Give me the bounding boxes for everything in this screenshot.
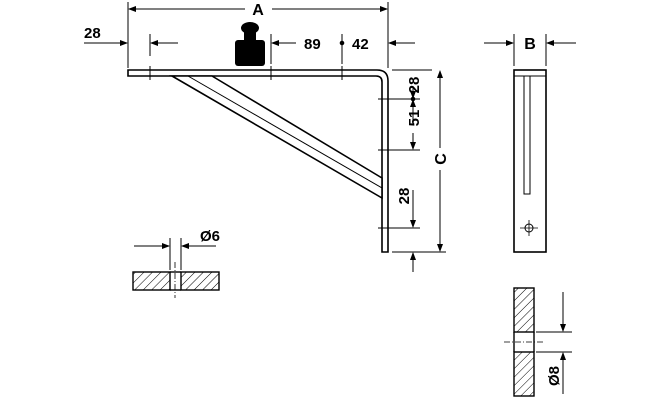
bracket-diagonal-strut — [169, 75, 383, 200]
dimension-89-label: 89 — [304, 36, 321, 53]
load-weight-icon — [235, 22, 265, 66]
dimension-51-label: 51 — [406, 110, 423, 127]
dimension-vertical-stack — [392, 69, 446, 272]
section-mount-hole — [504, 287, 544, 397]
dimension-d6 — [134, 238, 216, 270]
dimension-28-left-label: 28 — [84, 25, 101, 42]
dimension-28-lower-label: 28 — [396, 188, 413, 205]
dimension-42-label: 42 — [352, 36, 369, 53]
dimension-28-top-label: 28 — [406, 77, 423, 94]
dimension-a — [127, 2, 389, 68]
dimension-28-left — [84, 34, 178, 56]
dimension-c-label: C — [433, 153, 450, 165]
dimension-b-label: B — [524, 36, 536, 53]
section-slot — [132, 262, 220, 298]
dimension-89-42 — [270, 34, 415, 64]
dimension-b — [484, 34, 576, 66]
dimension-d8-label: Ø8 — [546, 366, 563, 386]
dimension-a-label: A — [252, 2, 264, 19]
bracket-front-view — [513, 69, 547, 253]
dimension-d8 — [536, 292, 572, 394]
dimension-d6-label: Ø6 — [200, 228, 220, 245]
bracket-top-arm — [127, 69, 389, 253]
bracket-side-view — [127, 66, 392, 253]
